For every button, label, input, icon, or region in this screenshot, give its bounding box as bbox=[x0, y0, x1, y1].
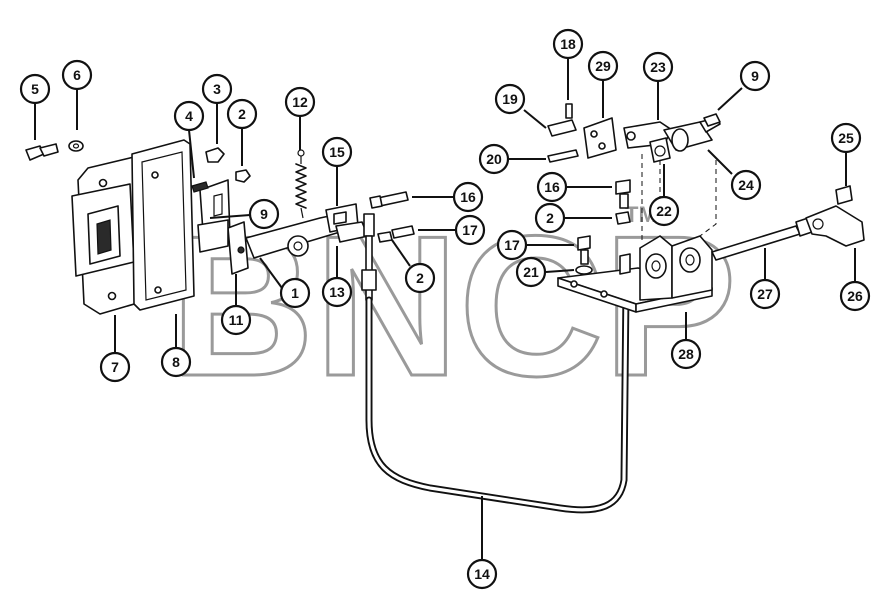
clevis-dashed-guides bbox=[641, 154, 717, 240]
callout-13: 13 bbox=[321, 276, 353, 308]
small-nut-9-right bbox=[703, 113, 721, 127]
callout-29-label: 29 bbox=[595, 58, 611, 74]
bolt-16-right bbox=[615, 179, 631, 209]
callout-17-right-label: 17 bbox=[504, 237, 520, 253]
nut-2-right bbox=[615, 211, 631, 225]
callout-6: 6 bbox=[61, 59, 93, 91]
cotter-pin-20 bbox=[547, 149, 579, 163]
callout-2-right: 2 bbox=[534, 202, 566, 234]
end-lever bbox=[805, 185, 865, 247]
callout-15: 15 bbox=[321, 136, 353, 168]
callout-19-label: 19 bbox=[502, 91, 518, 107]
callout-5-label: 5 bbox=[31, 81, 39, 97]
callout-17-right: 17 bbox=[496, 229, 528, 261]
callout-20: 20 bbox=[478, 143, 510, 175]
callout-5: 5 bbox=[19, 73, 51, 105]
callout-7: 7 bbox=[99, 351, 131, 383]
callout-17-left: 17 bbox=[454, 214, 486, 246]
callout-9-right-label: 9 bbox=[751, 68, 759, 84]
callout-6-label: 6 bbox=[73, 67, 81, 83]
screw-4 bbox=[191, 181, 209, 193]
callout-16-right-label: 16 bbox=[544, 179, 560, 195]
callout-14-label: 14 bbox=[474, 566, 490, 582]
callout-12-label: 12 bbox=[292, 94, 308, 110]
callout-8: 8 bbox=[160, 346, 192, 378]
callout-26: 26 bbox=[839, 280, 871, 312]
callout-4-label: 4 bbox=[185, 108, 193, 124]
latch-bracket bbox=[197, 179, 249, 275]
nut-2-center bbox=[377, 231, 393, 243]
callout-9-left-label: 9 bbox=[260, 206, 268, 222]
callout-1: 1 bbox=[279, 277, 311, 309]
callout-20-label: 20 bbox=[486, 151, 502, 167]
callout-14: 14 bbox=[466, 558, 498, 590]
callout-9-right: 9 bbox=[739, 60, 771, 92]
callout-2-left-label: 2 bbox=[238, 106, 246, 122]
callout-13-label: 13 bbox=[329, 284, 345, 300]
callout-15-label: 15 bbox=[329, 144, 345, 160]
callout-1-label: 1 bbox=[291, 285, 299, 301]
washer-21 bbox=[575, 265, 593, 275]
callout-26-label: 26 bbox=[847, 288, 863, 304]
callout-16-left-label: 16 bbox=[460, 189, 476, 205]
callout-2-left: 2 bbox=[226, 98, 258, 130]
callout-27-label: 27 bbox=[757, 286, 773, 302]
pin-on-bracket bbox=[619, 253, 631, 275]
clevis-pin bbox=[547, 119, 577, 137]
callout-2-right-label: 2 bbox=[546, 210, 554, 226]
callout-7-label: 7 bbox=[111, 359, 119, 375]
callout-9-left: 9 bbox=[248, 198, 280, 230]
screw-17-left bbox=[391, 225, 415, 239]
callout-23-label: 23 bbox=[650, 59, 666, 75]
cable-clevis bbox=[623, 117, 721, 163]
callout-3-label: 3 bbox=[213, 81, 221, 97]
callout-4: 4 bbox=[173, 100, 205, 132]
lever-assembly bbox=[245, 203, 369, 259]
callout-22: 22 bbox=[648, 195, 680, 227]
cotter-pin-18 bbox=[565, 103, 573, 119]
callout-16-right: 16 bbox=[536, 171, 568, 203]
nut-3 bbox=[205, 147, 225, 163]
leader-arrows bbox=[34, 58, 856, 560]
handle-cover-plate bbox=[71, 155, 149, 315]
callout-23: 23 bbox=[642, 51, 674, 83]
callout-2-center: 2 bbox=[404, 262, 436, 294]
callout-2-center-label: 2 bbox=[416, 270, 424, 286]
callout-28: 28 bbox=[670, 338, 702, 370]
callout-21-label: 21 bbox=[523, 264, 539, 280]
nut-2-left bbox=[235, 169, 251, 183]
callout-25: 25 bbox=[830, 122, 862, 154]
callout-18-label: 18 bbox=[560, 36, 576, 52]
callout-11: 11 bbox=[220, 304, 252, 336]
callout-25-label: 25 bbox=[838, 130, 854, 146]
callout-19: 19 bbox=[494, 83, 526, 115]
callout-29: 29 bbox=[587, 50, 619, 82]
screw-16-left bbox=[369, 191, 409, 209]
screw-5 bbox=[25, 143, 59, 161]
callout-12: 12 bbox=[284, 86, 316, 118]
callout-24-label: 24 bbox=[738, 177, 754, 193]
callout-8-label: 8 bbox=[172, 354, 180, 370]
callout-18: 18 bbox=[552, 28, 584, 60]
callout-24: 24 bbox=[730, 169, 762, 201]
callout-22-label: 22 bbox=[656, 203, 672, 219]
callout-16-left: 16 bbox=[452, 181, 484, 213]
gasket bbox=[131, 139, 195, 311]
callout-11-label: 11 bbox=[229, 312, 244, 328]
washer-6 bbox=[68, 140, 84, 152]
callout-27: 27 bbox=[749, 278, 781, 310]
link-plate bbox=[583, 117, 617, 159]
callout-3: 3 bbox=[201, 73, 233, 105]
callout-17-left-label: 17 bbox=[462, 222, 478, 238]
callout-28-label: 28 bbox=[678, 346, 694, 362]
bolt-17-right bbox=[577, 235, 591, 265]
base-bracket bbox=[557, 235, 713, 313]
callout-21: 21 bbox=[515, 256, 547, 288]
